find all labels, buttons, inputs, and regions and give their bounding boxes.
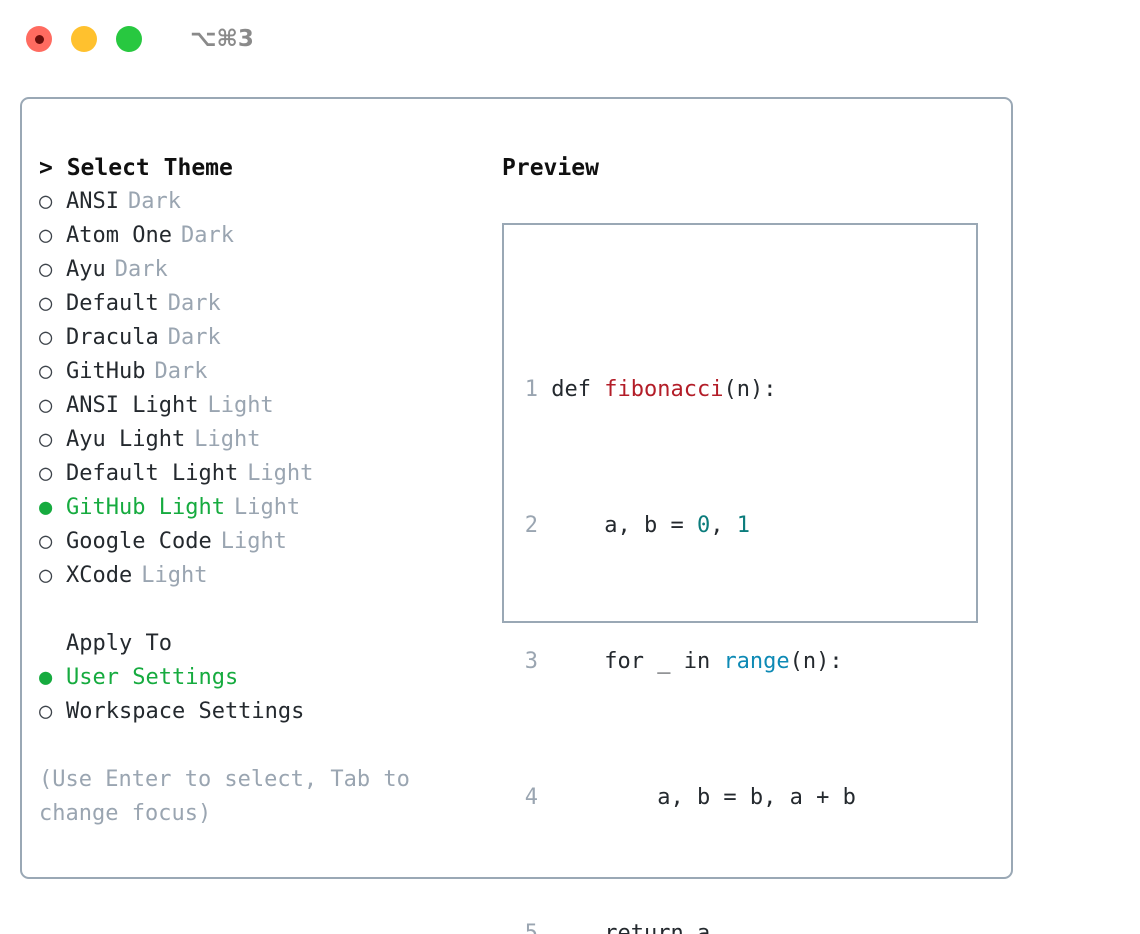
theme-category: Dark	[167, 325, 221, 350]
theme-category: Light	[141, 563, 208, 588]
radio-unselected-icon[interactable]: ○	[39, 699, 53, 724]
theme-name: XCode	[66, 563, 133, 588]
apply-to-label: User Settings	[66, 665, 239, 690]
line-number: 4	[524, 785, 538, 810]
theme-list-item[interactable]: ○ Default Dark	[39, 287, 489, 321]
radio-unselected-icon[interactable]: ○	[39, 223, 53, 248]
apply-to-item-user-settings[interactable]: ● User Settings	[39, 661, 489, 695]
code-token-number-one: 1	[736, 513, 750, 538]
line-number: 5	[524, 921, 538, 934]
theme-list-item-selected[interactable]: ● GitHub Light Light	[39, 491, 489, 525]
line-number: 2	[524, 513, 538, 538]
maximize-button[interactable]	[116, 26, 142, 52]
apply-to-label: Workspace Settings	[66, 699, 305, 724]
theme-category: Dark	[167, 291, 221, 316]
apply-to-group: ○ Apply To ● User Settings ○ Workspace S…	[39, 627, 489, 729]
radio-unselected-icon[interactable]: ○	[39, 359, 53, 384]
theme-name: Default	[66, 291, 159, 316]
theme-name: GitHub Light	[66, 495, 225, 520]
radio-selected-icon[interactable]: ●	[39, 495, 53, 520]
code-line: 2 a, b = 0, 1	[516, 509, 896, 543]
preview-box: 1 def fibonacci(n): 2 a, b = 0, 1 3 for …	[502, 223, 978, 934]
theme-name: GitHub	[66, 359, 146, 384]
code-token-assign: a, b =	[551, 513, 697, 538]
code-token-function-name: fibonacci	[604, 377, 724, 402]
code-token-for: for _ in	[551, 649, 724, 674]
code-line: 5 return a	[516, 917, 896, 934]
code-token-comma: ,	[710, 513, 737, 538]
theme-list-item[interactable]: ○ Atom One Dark	[39, 219, 489, 253]
theme-category: Light	[233, 495, 301, 520]
theme-name: Dracula	[66, 325, 159, 350]
theme-list-item[interactable]: ○ XCode Light	[39, 559, 489, 593]
code-sample: 1 def fibonacci(n): 2 a, b = 0, 1 3 for …	[516, 271, 896, 934]
select-theme-header: > Select Theme	[39, 155, 233, 181]
code-token-number-zero: 0	[696, 513, 711, 538]
apply-to-header-row: ○ Apply To	[39, 627, 489, 661]
theme-category: Dark	[154, 359, 208, 384]
theme-list-item[interactable]: ○ Default Light Light	[39, 457, 489, 491]
spacer-icon: ○	[39, 627, 66, 661]
theme-name: Default Light	[66, 461, 239, 486]
theme-name: ANSI Light	[66, 393, 199, 418]
theme-category: Light	[247, 461, 314, 486]
theme-list-item[interactable]: ○ GitHub Dark	[39, 355, 489, 389]
code-line: 4 a, b = b, a + b	[516, 781, 896, 815]
radio-unselected-icon[interactable]: ○	[39, 563, 53, 588]
keyboard-hint-text: (Use Enter to select, Tab to change focu…	[39, 767, 424, 826]
code-token-range-args: (n):	[789, 649, 843, 674]
radio-unselected-icon[interactable]: ○	[39, 291, 53, 316]
radio-unselected-icon[interactable]: ○	[39, 393, 53, 418]
theme-list-item[interactable]: ○ ANSI Dark	[39, 185, 489, 219]
theme-list: ○ ANSI Dark ○ Atom One Dark ○ Ayu Dark	[39, 185, 489, 593]
line-number: 1	[524, 377, 538, 402]
window-titlebar: ⌥⌘3	[0, 0, 1140, 78]
apply-to-header: Apply To	[66, 631, 172, 656]
theme-name: Atom One	[66, 223, 172, 248]
theme-list-item[interactable]: ○ Google Code Light	[39, 525, 489, 559]
radio-unselected-icon[interactable]: ○	[39, 529, 53, 554]
close-button[interactable]	[26, 26, 52, 52]
code-token-def: def	[551, 377, 605, 402]
theme-picker-column: > Select Theme ○ ANSI Dark ○ Atom One Da…	[39, 151, 489, 831]
radio-unselected-icon[interactable]: ○	[39, 189, 53, 214]
radio-unselected-icon[interactable]: ○	[39, 427, 53, 452]
theme-category: Light	[194, 427, 261, 452]
theme-category: Light	[207, 393, 274, 418]
theme-name: ANSI	[66, 189, 119, 214]
preview-column: Preview 1 def fibonacci(n): 2 a, b = 0, …	[502, 151, 992, 934]
line-number: 3	[524, 649, 538, 674]
keyboard-shortcut-label: ⌥⌘3	[190, 26, 254, 52]
theme-name: Ayu	[66, 257, 106, 282]
radio-selected-icon[interactable]: ●	[39, 665, 53, 690]
theme-name: Google Code	[66, 529, 212, 554]
code-token-swap: a, b = b, a + b	[551, 785, 856, 810]
code-token-return: return a	[551, 921, 711, 934]
theme-category: Dark	[127, 189, 181, 214]
code-token-range: range	[723, 649, 790, 674]
theme-list-item[interactable]: ○ Ayu Dark	[39, 253, 489, 287]
theme-list-item[interactable]: ○ Dracula Dark	[39, 321, 489, 355]
window-controls	[26, 26, 142, 52]
code-token-params: (n):	[723, 377, 777, 402]
theme-category: Dark	[114, 257, 168, 282]
code-line: 3 for _ in range(n):	[516, 645, 896, 679]
code-line: 1 def fibonacci(n):	[516, 373, 896, 407]
radio-unselected-icon[interactable]: ○	[39, 257, 53, 282]
minimize-button[interactable]	[71, 26, 97, 52]
theme-list-item[interactable]: ○ Ayu Light Light	[39, 423, 489, 457]
radio-unselected-icon[interactable]: ○	[39, 325, 53, 350]
content-panel: > Select Theme ○ ANSI Dark ○ Atom One Da…	[20, 97, 1013, 934]
section-spacer	[39, 593, 489, 627]
preview-header: Preview	[502, 155, 599, 181]
theme-list-item[interactable]: ○ ANSI Light Light	[39, 389, 489, 423]
theme-category: Dark	[180, 223, 234, 248]
apply-to-item-workspace-settings[interactable]: ○ Workspace Settings	[39, 695, 489, 729]
theme-category: Light	[220, 529, 287, 554]
radio-unselected-icon[interactable]: ○	[39, 461, 53, 486]
theme-name: Ayu Light	[66, 427, 186, 452]
